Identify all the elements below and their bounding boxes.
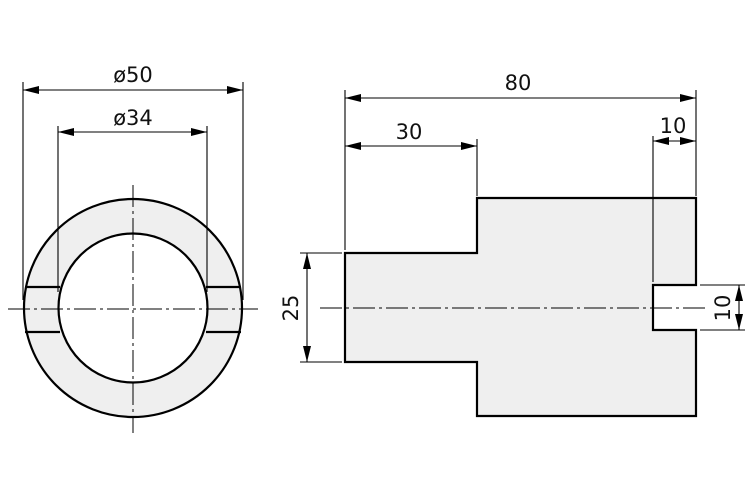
small-diameter-label: 25 (279, 295, 303, 322)
step-length-label: 30 (396, 120, 423, 144)
slot-depth-label: 10 (660, 114, 687, 138)
part-outline-edge (343, 196, 698, 418)
outer-diameter-label: ø50 (113, 63, 153, 87)
side-view: 80 30 10 25 10 (279, 71, 745, 418)
part-section-fill (345, 198, 696, 416)
slot-width-label: 10 (711, 295, 735, 322)
overall-length-label: 80 (505, 71, 532, 95)
front-view: ø50 ø34 (8, 63, 258, 433)
ring-section (23, 198, 243, 418)
inner-diameter-label: ø34 (113, 106, 153, 130)
